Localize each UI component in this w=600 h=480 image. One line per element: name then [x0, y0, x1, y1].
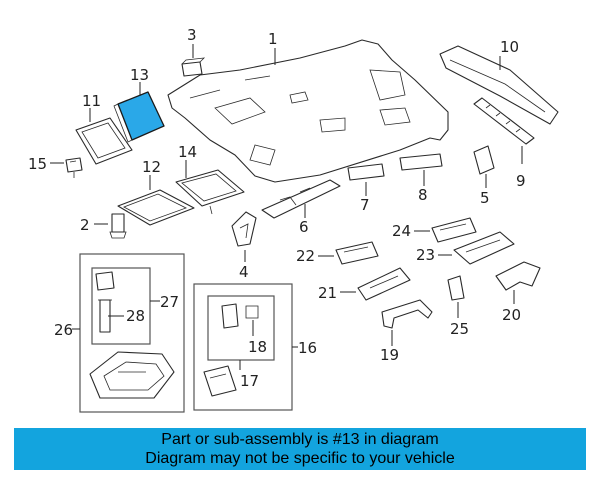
part-28-bulb[interactable] — [98, 299, 112, 333]
callout-20: 20 — [502, 306, 521, 324]
callout-21: 21 — [318, 284, 337, 302]
part-11-vanity-frame[interactable] — [75, 117, 133, 165]
part-22-lamp[interactable] — [335, 241, 379, 265]
callout-7: 7 — [360, 196, 370, 214]
part-19-grab-handle[interactable] — [381, 299, 433, 329]
callout-28: 28 — [126, 307, 145, 325]
box-17 — [207, 295, 275, 361]
part-20-grab-handle[interactable] — [495, 261, 541, 291]
part-6-roof-rail-trim[interactable] — [261, 179, 341, 219]
callout-25: 25 — [450, 320, 469, 338]
callout-18: 18 — [248, 338, 267, 356]
part-2-clip[interactable] — [109, 213, 127, 239]
part-26-overhead-console[interactable] — [89, 351, 175, 399]
callout-19: 19 — [380, 346, 399, 364]
callout-27: 27 — [160, 293, 179, 311]
part-14-visor-panel[interactable] — [175, 169, 245, 215]
info-banner: Part or sub-assembly is #13 in diagram D… — [14, 428, 586, 470]
banner-line-2: Diagram may not be specific to your vehi… — [145, 450, 455, 467]
callout-26: 26 — [54, 321, 73, 339]
callout-1: 1 — [268, 30, 278, 48]
callout-16: 16 — [298, 339, 317, 357]
callout-2: 2 — [80, 216, 90, 234]
callout-17: 17 — [240, 372, 259, 390]
callout-13: 13 — [130, 66, 149, 84]
part-13-highlighted-pad[interactable] — [113, 91, 165, 143]
part-12-sun-visor[interactable] — [117, 189, 195, 226]
callout-14: 14 — [178, 143, 197, 161]
part-4-bracket[interactable] — [231, 211, 257, 247]
part-9-trim-strip[interactable] — [473, 97, 535, 145]
part-25-clip[interactable] — [447, 275, 465, 301]
part-10-rear-trim-panel[interactable] — [439, 45, 559, 125]
callout-23: 23 — [416, 246, 435, 264]
banner-line-1: Part or sub-assembly is #13 in diagram — [161, 431, 439, 448]
box-27 — [91, 267, 151, 345]
part-3-clip[interactable] — [181, 57, 206, 77]
callout-12: 12 — [142, 158, 161, 176]
callout-22: 22 — [296, 247, 315, 265]
part-5-clip[interactable] — [473, 145, 495, 175]
callout-3: 3 — [187, 26, 197, 44]
callout-4: 4 — [239, 263, 249, 281]
callout-15: 15 — [28, 155, 47, 173]
part-23-lamp-assembly[interactable] — [453, 231, 515, 265]
callout-6: 6 — [299, 218, 309, 236]
part-7-trim[interactable] — [347, 163, 385, 181]
callout-5: 5 — [480, 189, 490, 207]
part-15-clip[interactable] — [65, 157, 83, 178]
callout-9: 9 — [516, 172, 526, 190]
box-26 — [79, 253, 185, 413]
callout-10: 10 — [500, 38, 519, 56]
part-21-lamp[interactable] — [357, 267, 411, 301]
box-16 — [193, 283, 293, 411]
callout-24: 24 — [392, 222, 411, 240]
part-8-trim[interactable] — [399, 153, 443, 171]
part-18-bulb[interactable] — [221, 303, 259, 329]
part-24-lamp[interactable] — [431, 217, 477, 243]
part-17-lamp-housing[interactable] — [203, 365, 237, 397]
callout-8: 8 — [418, 186, 428, 204]
callout-11: 11 — [82, 92, 101, 110]
part-1-headliner[interactable] — [167, 39, 449, 183]
part-27-switch[interactable] — [95, 271, 115, 291]
